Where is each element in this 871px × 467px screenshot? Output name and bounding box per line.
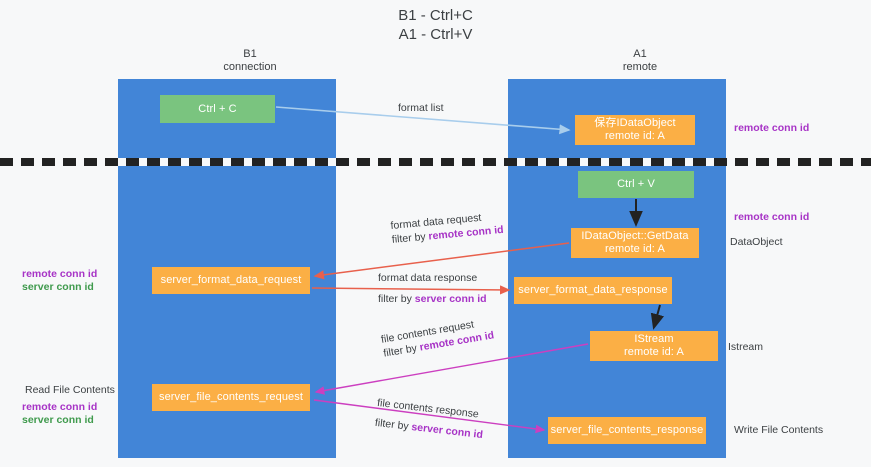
column-header-a1: A1 remote bbox=[622, 48, 658, 73]
node-server-file-contents-request[interactable]: server_file_contents_request bbox=[152, 384, 310, 411]
label-left-remote-conn-id: remote conn id bbox=[22, 268, 98, 280]
connector-file-contents-request bbox=[314, 343, 589, 395]
connector-format-data-response bbox=[311, 285, 511, 295]
node-idataobject-getdata[interactable]: IDataObject::GetData remote id: A bbox=[571, 228, 699, 258]
node-server-file-contents-response[interactable]: server_file_contents_response bbox=[548, 417, 706, 444]
node-ctrl-v[interactable]: Ctrl + V bbox=[578, 171, 694, 198]
label-left-conn-ids: remote conn id server conn id bbox=[22, 268, 97, 294]
label-left-conn-ids-2: remote conn id server conn id bbox=[22, 401, 97, 427]
edge-label-format-data-response-line2: filter by server conn id bbox=[378, 292, 487, 306]
edge-label-format-data-response: format data response filter by server co… bbox=[378, 271, 487, 306]
lane-a1-bottom bbox=[508, 166, 726, 458]
node-istream[interactable]: IStream remote id: A bbox=[590, 331, 718, 361]
label-write-file-contents: Write File Contents bbox=[734, 424, 824, 436]
node-server-format-data-response[interactable]: server_format_data_response bbox=[514, 277, 672, 304]
node-server-format-data-request[interactable]: server_format_data_request bbox=[152, 267, 310, 294]
page-title: B1 - Ctrl+C A1 - Ctrl+V bbox=[398, 7, 473, 43]
edge-label-format-data-response-line1: format data response bbox=[378, 272, 478, 284]
node-ctrl-c[interactable]: Ctrl + C bbox=[160, 95, 275, 123]
connector-file-contents-response bbox=[313, 399, 546, 434]
node-idataobject[interactable]: 保存IDataObject remote id: A bbox=[575, 115, 695, 145]
connector-response-istream bbox=[650, 304, 664, 330]
label-left-server-conn-id: server conn id bbox=[22, 281, 94, 293]
label-dataobject: DataObject bbox=[730, 236, 783, 248]
connector-format-data-request bbox=[313, 242, 570, 280]
edge-label-format-list: format list bbox=[398, 102, 444, 114]
filter-by-text-2: filter by bbox=[378, 293, 415, 305]
label-remote-conn-id-mid: remote conn id bbox=[734, 211, 810, 223]
label-left-remote-conn-id-2: remote conn id bbox=[22, 401, 98, 413]
filter-by-text: filter by bbox=[391, 230, 430, 246]
column-header-b1: B1 connection bbox=[223, 48, 277, 73]
label-left-server-conn-id-2: server conn id bbox=[22, 414, 94, 426]
filter-key-server-conn-id: server conn id bbox=[414, 293, 487, 305]
phase-divider bbox=[0, 158, 871, 166]
filter-by-text-4: filter by bbox=[374, 416, 413, 433]
label-istream: Istream bbox=[728, 341, 764, 353]
label-read-file-contents: Read File Contents bbox=[25, 384, 115, 396]
label-remote-conn-id-top: remote conn id bbox=[734, 122, 810, 134]
connector-format-list bbox=[275, 106, 571, 135]
